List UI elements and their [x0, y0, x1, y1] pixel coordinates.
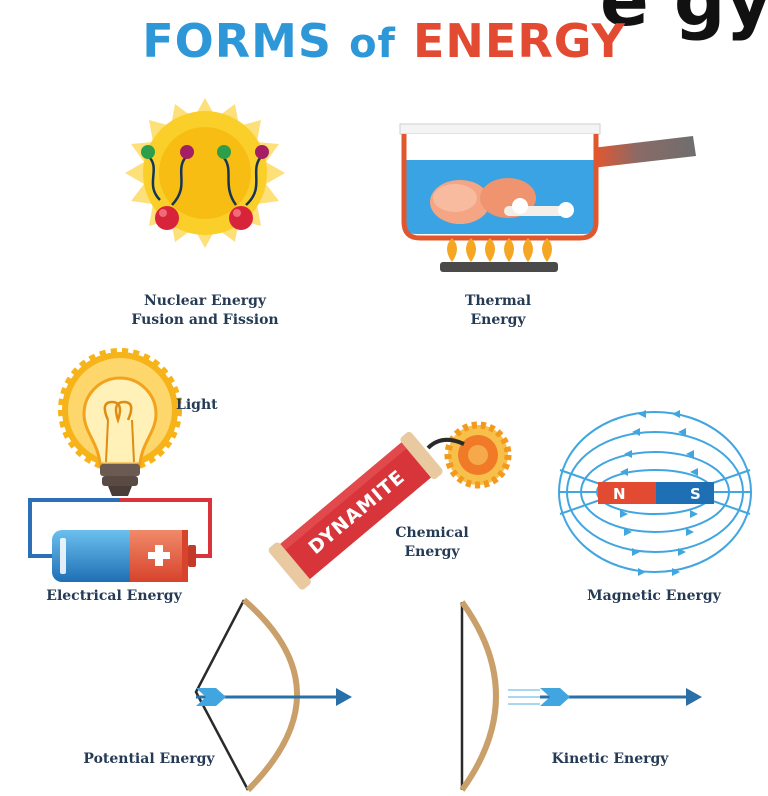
- chemical-caption-line1: Chemical: [395, 525, 469, 541]
- nuclear-caption: Nuclear Energy Fusion and Fission: [110, 292, 300, 330]
- kinetic-caption: Kinetic Energy: [551, 751, 669, 767]
- magnetic-caption: Magnetic Energy: [587, 588, 721, 604]
- dynamite-icon: DYNAMITE: [268, 421, 512, 590]
- magnet-south-label: S: [690, 485, 701, 503]
- potential-caption: Potential Energy: [83, 751, 215, 767]
- title-energy: ENERGY: [412, 14, 626, 68]
- thermal-caption-line1: Thermal: [464, 293, 532, 309]
- magnet-north-label: N: [613, 485, 626, 503]
- magnet-icon: N S: [558, 410, 752, 576]
- title-of: of: [349, 21, 396, 67]
- bow-arrow-icon: [194, 597, 352, 793]
- thermal-caption-line2: Energy: [470, 312, 526, 328]
- cropped-heading-fragment: e gy: [600, 0, 768, 42]
- pan-stove-icon: [399, 123, 696, 272]
- flying-arrow-icon: [459, 600, 702, 792]
- page-title: FORMS of ENERGY: [0, 14, 768, 68]
- chemical-caption: Chemical Energy: [390, 524, 474, 562]
- chemical-caption-line2: Energy: [404, 544, 460, 560]
- title-forms: FORMS: [142, 14, 333, 68]
- nuclear-caption-line2: Fusion and Fission: [131, 312, 279, 328]
- sun-atom-icon: [125, 98, 285, 248]
- thermal-caption: Thermal Energy: [438, 292, 558, 330]
- electrical-caption: Electrical Energy: [46, 588, 182, 604]
- nuclear-caption-line1: Nuclear Energy: [143, 293, 267, 309]
- light-bulb-icon: [58, 348, 182, 496]
- battery-icon: [28, 498, 212, 582]
- light-caption: Light: [176, 397, 218, 413]
